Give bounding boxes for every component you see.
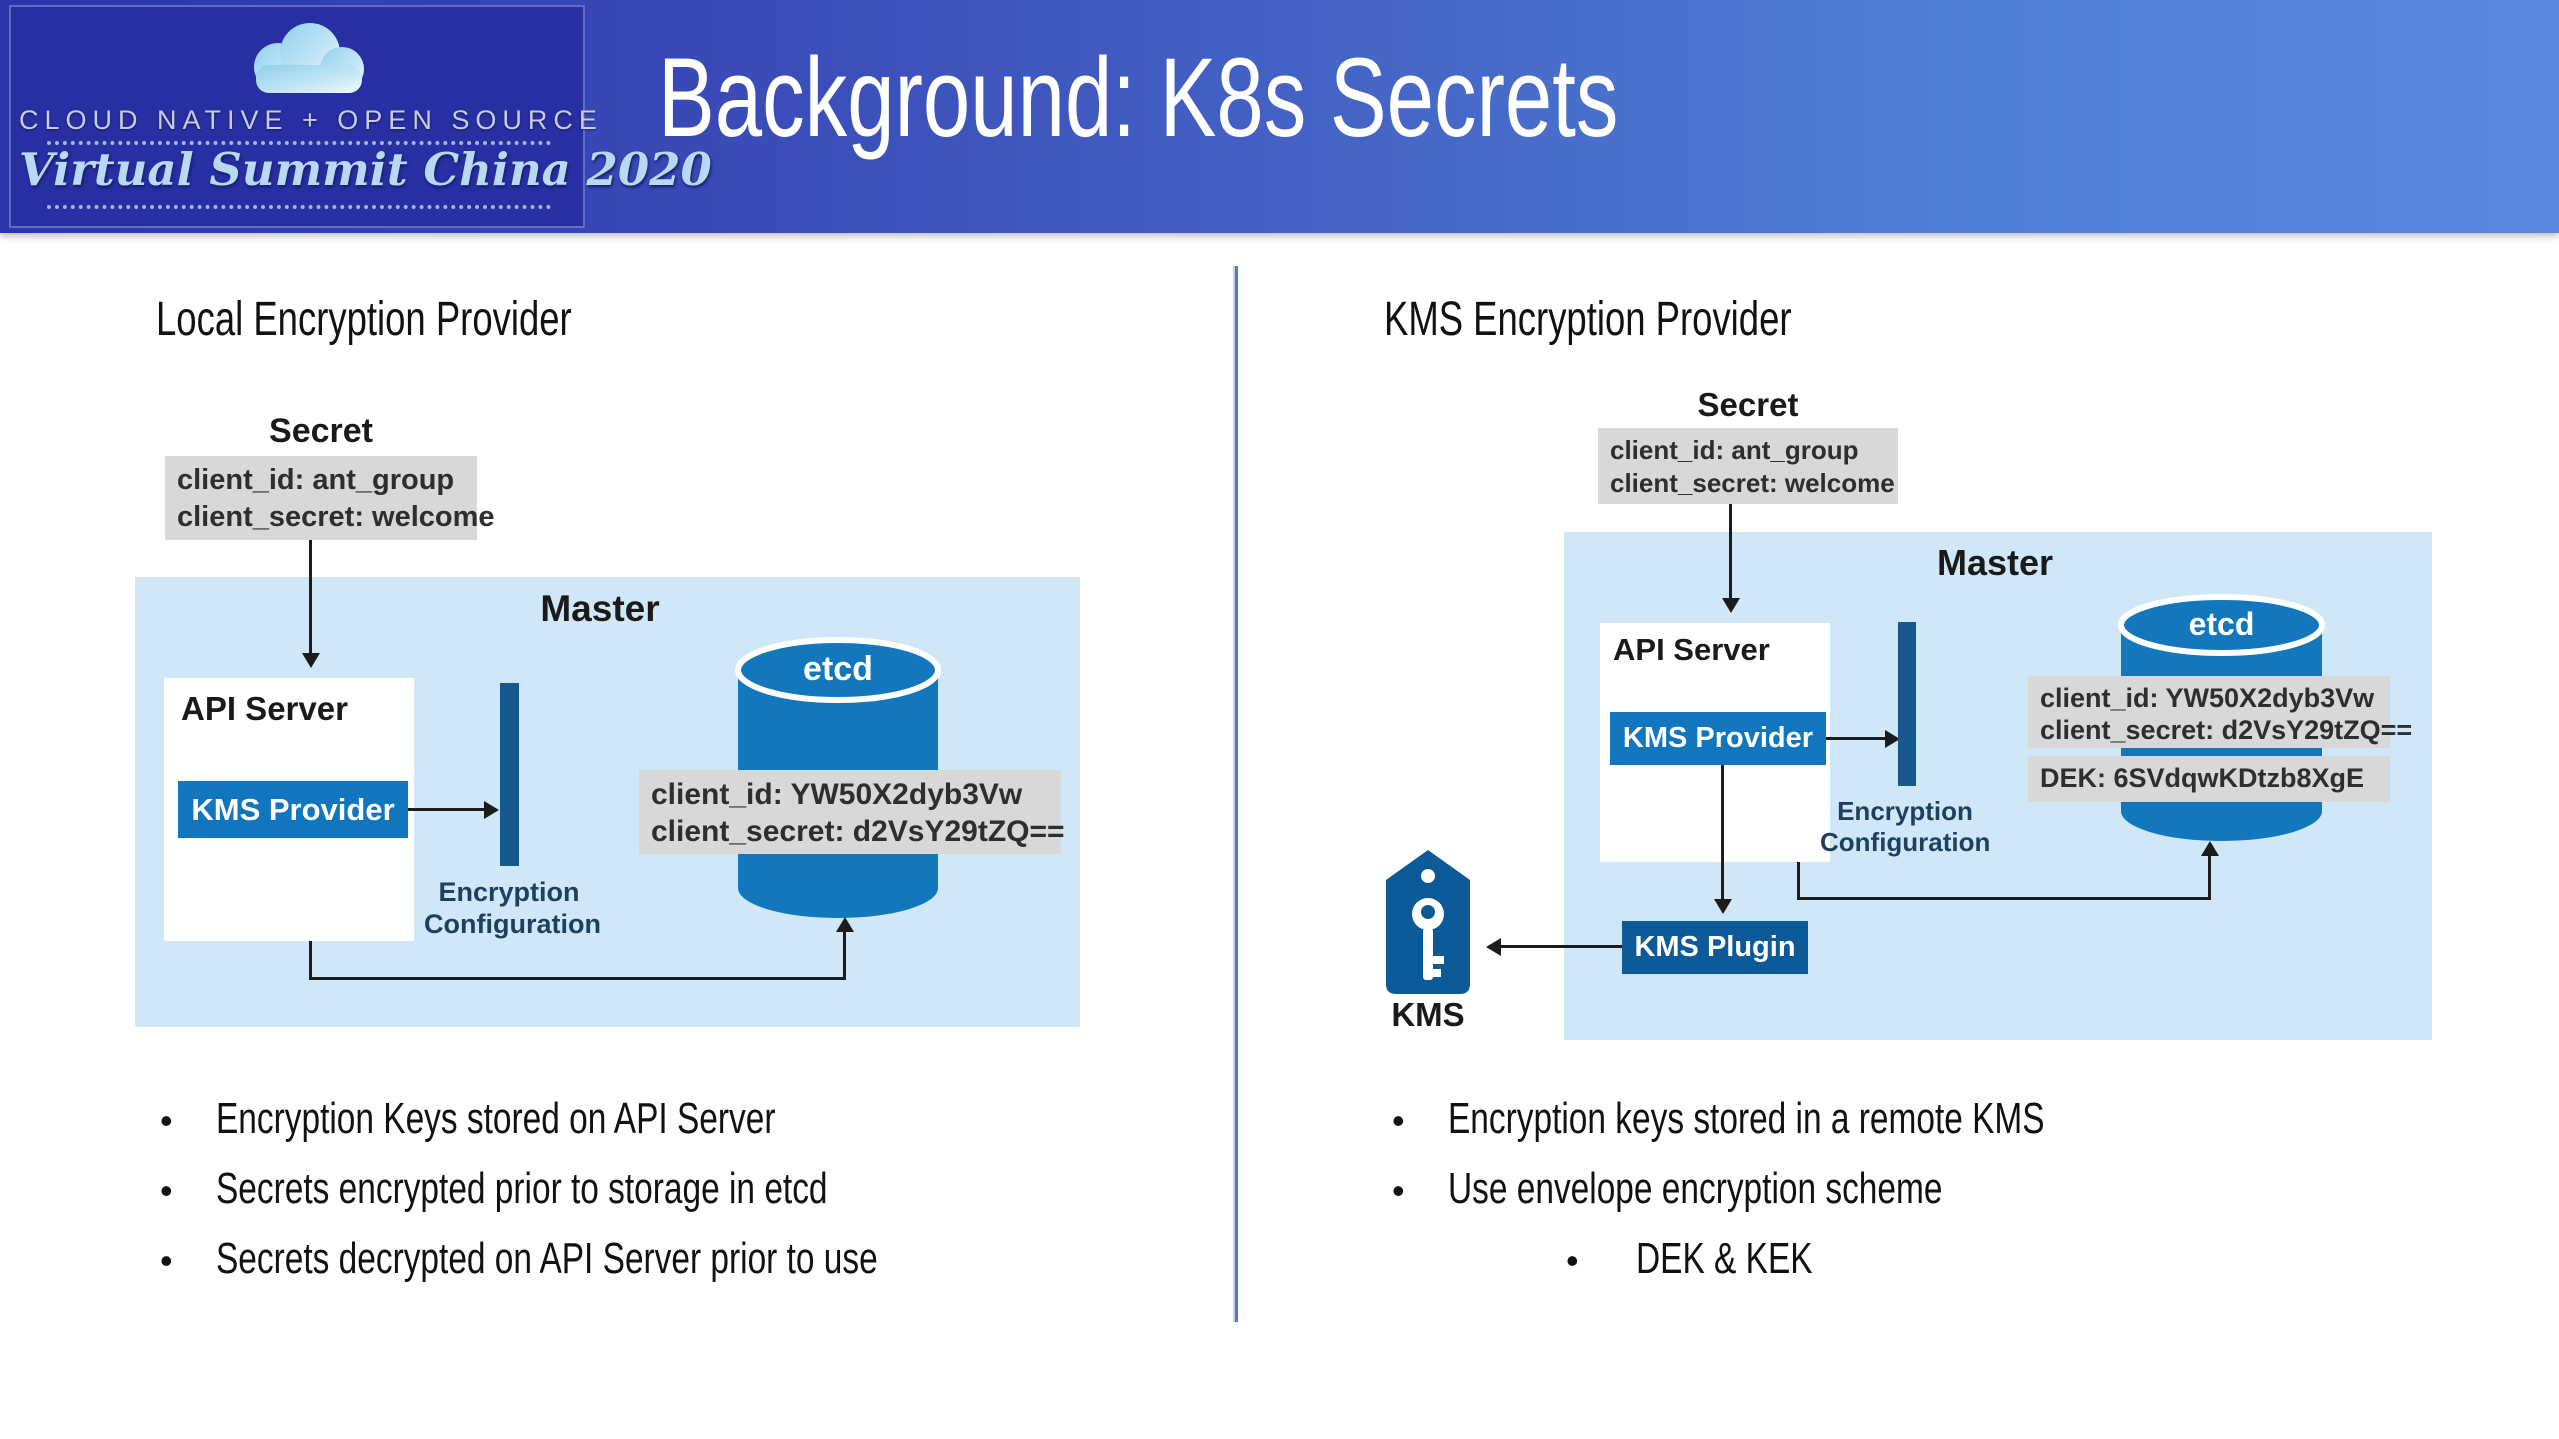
- bullet-row: • Use envelope encryption scheme: [1392, 1164, 2099, 1214]
- arrow-provider-to-config-left: [408, 808, 486, 811]
- bullet-text: Secrets decrypted on API Server prior to…: [216, 1234, 878, 1283]
- arrow-secret-to-apiserver-left: [309, 540, 312, 654]
- dek-value: DEK: 6SVdqwKDtzb8XgE: [2040, 763, 2365, 793]
- connector-horizontal-right: [1797, 897, 2211, 900]
- bullet-row: • Secrets decrypted on API Server prior …: [160, 1234, 1087, 1284]
- kms-key-icon: [1386, 850, 1470, 994]
- arrow-secret-to-apiserver-right: [1729, 504, 1732, 600]
- arrowhead-down-icon: [302, 653, 320, 668]
- logo-panel: CLOUD NATIVE + OPEN SOURCE Virtual Summi…: [9, 5, 712, 228]
- bullet-text: Encryption keys stored in a remote KMS: [1448, 1094, 2045, 1143]
- api-server-label-right: API Server: [1613, 632, 1770, 667]
- section-divider: [1235, 266, 1238, 1322]
- master-label-right: Master: [1936, 542, 2054, 583]
- bullet-text: Encryption Keys stored on API Server: [216, 1094, 776, 1143]
- bullet-text: DEK & KEK: [1636, 1234, 1813, 1283]
- encryption-config-label-left: Encryption Configuration: [424, 876, 601, 941]
- kms-icon-label: KMS: [1391, 996, 1465, 1033]
- secret-label-left: Secret: [269, 412, 373, 450]
- dotted-divider-top: [47, 141, 551, 145]
- bullet-icon: •: [1392, 1170, 1405, 1211]
- secret-client-secret: client_secret: welcome: [1610, 468, 1895, 498]
- etcd-client-id: client_id: YW50X2dyb3Vw: [2040, 683, 2375, 713]
- api-server-label-left: API Server: [181, 690, 348, 727]
- right-section-heading: KMS Encryption Provider: [1384, 293, 1792, 346]
- connector-horizontal-left: [309, 977, 846, 980]
- etcd-data-box-right: client_id: YW50X2dyb3Vw client_secret: d…: [2028, 676, 2413, 748]
- bullet-text: Use envelope encryption scheme: [1448, 1164, 1943, 1213]
- secret-client-id: client_id: ant_group: [1610, 435, 1859, 465]
- secret-client-id: client_id: ant_group: [177, 464, 455, 496]
- cloud-icon: [254, 23, 364, 93]
- encryption-config-line1: Encryption: [1837, 796, 1973, 826]
- master-label-left: Master: [540, 588, 660, 629]
- bullet-icon: •: [160, 1240, 173, 1281]
- logo-text-line2: Virtual Summit China 2020: [19, 143, 712, 196]
- arrowhead-up-icon: [836, 917, 854, 932]
- bullet-icon: •: [1566, 1240, 1579, 1281]
- encryption-config-line2: Configuration: [424, 909, 601, 940]
- arrowhead-up-icon: [2201, 841, 2219, 856]
- arrowhead-left-icon: [1486, 938, 1501, 956]
- dek-data-box: DEK: 6SVdqwKDtzb8XgE: [2028, 756, 2390, 802]
- etcd-label-left: etcd: [803, 650, 873, 688]
- etcd-data-box-left: client_id: YW50X2dyb3Vw client_secret: d…: [639, 770, 1065, 854]
- secret-data-box-right: client_id: ant_group client_secret: welc…: [1598, 428, 1898, 504]
- secret-label-right: Secret: [1697, 386, 1799, 423]
- dotted-divider-bottom: [47, 205, 551, 209]
- secret-data-box-left: client_id: ant_group client_secret: welc…: [165, 456, 495, 540]
- etcd-client-id: client_id: YW50X2dyb3Vw: [651, 778, 1023, 811]
- bullet-row: • Encryption keys stored in a remote KMS: [1392, 1094, 2233, 1144]
- encryption-config-line2: Configuration: [1820, 827, 1991, 858]
- arrowhead-down-icon: [1714, 899, 1732, 914]
- header-banner: CLOUD NATIVE + OPEN SOURCE Virtual Summi…: [0, 0, 2559, 233]
- etcd-client-secret: client_secret: d2VsY29tZQ==: [651, 815, 1065, 848]
- secret-client-secret: client_secret: welcome: [177, 501, 495, 533]
- bullet-row: • Secrets encrypted prior to storage in …: [160, 1164, 1021, 1214]
- connector-apiserver-down-left: [309, 941, 312, 980]
- encryption-config-bar-left: [500, 683, 519, 866]
- kms-provider-box-left: KMS Provider: [178, 781, 408, 838]
- arrow-plugin-to-kms: [1498, 945, 1622, 948]
- arrow-provider-to-config-right: [1826, 737, 1888, 740]
- arrowhead-right-icon: [484, 801, 499, 819]
- connector-up-right: [2208, 855, 2211, 900]
- bullet-icon: •: [1392, 1100, 1405, 1141]
- bullet-icon: •: [160, 1170, 173, 1211]
- bullet-text: Secrets encrypted prior to storage in et…: [216, 1164, 828, 1213]
- slide-title: Background: K8s Secrets: [658, 35, 1619, 160]
- logo-text-line1: CLOUD NATIVE + OPEN SOURCE: [19, 105, 603, 135]
- arrowhead-right-icon: [1885, 730, 1900, 748]
- encryption-config-line1: Encryption: [438, 877, 580, 907]
- bullet-icon: •: [160, 1100, 173, 1141]
- kms-plugin-box: KMS Plugin: [1622, 921, 1808, 974]
- arrow-provider-to-plugin: [1721, 765, 1724, 902]
- left-section-heading: Local Encryption Provider: [156, 293, 572, 346]
- encryption-config-label-right: Encryption Configuration: [1820, 796, 1990, 858]
- etcd-label-right: etcd: [2188, 606, 2255, 642]
- connector-up-left: [843, 931, 846, 980]
- etcd-client-secret: client_secret: d2VsY29tZQ==: [2040, 715, 2413, 745]
- connector-apiserver-down-right: [1797, 862, 1800, 900]
- encryption-config-bar-right: [1898, 622, 1916, 786]
- arrowhead-down-icon: [1722, 598, 1740, 613]
- kms-provider-box-right: KMS Provider: [1610, 712, 1826, 765]
- bullet-row: • Encryption Keys stored on API Server: [160, 1094, 952, 1144]
- bullet-row-sub: • DEK & KEK: [1566, 1234, 1868, 1284]
